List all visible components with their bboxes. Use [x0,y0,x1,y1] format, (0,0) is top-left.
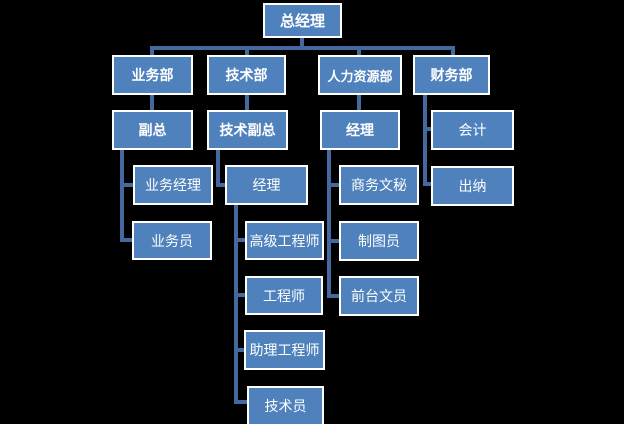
org-node-label: 经理 [252,177,281,193]
org-node-label: 出纳 [458,178,487,194]
org-node-label: 前台文员 [351,288,407,304]
connector-line [150,46,455,50]
org-node-label: 副总 [138,122,167,138]
org-node-label: 技术副总 [219,122,276,138]
org-node-biz-dept: 业务部 [112,55,193,95]
connector-line [150,95,154,110]
connector-line [357,46,361,55]
org-node-label: 技术员 [264,398,307,414]
org-node-label: 工程师 [263,287,305,304]
org-node-label: 业务部 [131,67,174,83]
org-node-biz-manager: 业务经理 [133,165,213,205]
connector-line [234,238,247,242]
org-node-label: 财务部 [430,67,473,83]
connector-line [120,238,134,242]
connector-line [451,46,455,55]
org-node-hr-manager: 经理 [320,110,400,150]
connector-line [327,294,341,298]
org-node-label: 会计 [458,122,487,138]
org-node-fin-dept: 财务部 [413,55,490,95]
org-node-engineer: 工程师 [245,276,323,315]
connector-line [327,183,341,187]
connector-line [216,183,227,187]
connector-line [234,205,238,404]
connector-line [120,150,124,242]
connector-line [234,293,247,297]
org-node-label: 业务员 [151,232,193,249]
org-node-tech-dept: 技术部 [207,55,286,95]
connector-line [245,95,249,110]
connector-line [300,38,304,47]
org-node-tech-deputy-gm: 技术副总 [207,110,288,150]
connector-line [423,95,427,186]
org-node-label: 制图员 [358,233,400,249]
connector-line [150,46,154,55]
connector-line [234,400,249,404]
org-node-cashier: 出纳 [431,166,514,206]
org-node-label: 高级工程师 [249,232,320,249]
connector-line [423,127,433,131]
org-node-hr-dept: 人力资源部 [318,55,402,95]
org-node-assistant-engineer: 助理工程师 [244,330,325,370]
org-node-senior-engineer: 高级工程师 [245,221,324,260]
connector-line [245,46,249,55]
org-node-label: 总经理 [279,13,325,30]
org-node-label: 技术部 [225,67,268,83]
org-node-receptionist: 前台文员 [339,276,419,316]
org-node-salesman: 业务员 [132,221,212,260]
org-node-label: 经理 [346,122,374,138]
org-node-draftsman: 制图员 [339,221,419,261]
connector-line [216,150,220,187]
org-node-deputy-gm: 副总 [112,110,193,150]
connector-line [327,150,331,298]
connector-line [120,183,135,187]
org-node-biz-secretary: 商务文秘 [339,165,419,205]
org-node-ceo: 总经理 [263,3,342,38]
org-node-technician: 技术员 [247,386,324,424]
org-node-tech-manager: 经理 [225,165,308,205]
org-node-accountant: 会计 [431,110,514,150]
connector-line [327,239,341,243]
connector-line [423,182,433,186]
org-node-label: 业务经理 [145,177,201,193]
org-node-label: 商务文秘 [351,177,407,193]
connector-line [234,348,246,352]
org-node-label: 助理工程师 [249,342,320,358]
org-node-label: 人力资源部 [327,68,393,84]
connector-line [357,95,361,110]
